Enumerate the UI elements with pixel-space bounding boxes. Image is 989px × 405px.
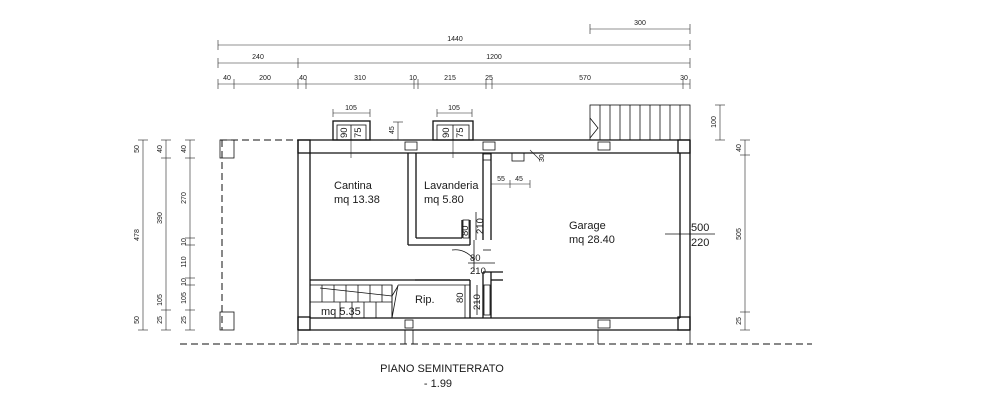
dim-chain-5: 215 [444, 75, 456, 82]
dim-right-25: 25 [736, 317, 743, 325]
ground-line [180, 330, 812, 345]
dim-chain-0: 40 [223, 75, 231, 82]
small-dim-45: 45 [515, 176, 523, 183]
dim-right-40: 40 [736, 144, 743, 152]
room-labels: Cantina mq 13.38 Lavanderia mq 5.80 Gara… [321, 180, 615, 318]
outer-walls [297, 139, 691, 331]
external-stair [589, 104, 691, 141]
dim-left-c-10a: 10 [181, 238, 188, 246]
dim-left-50-bottom: 50 [134, 316, 141, 324]
dim-left-b-40: 40 [157, 145, 164, 153]
door-lavanderia: 80 210 [460, 212, 486, 240]
door-corridor-height: 210 [470, 266, 486, 277]
small-dim-55: 55 [497, 176, 505, 183]
dim-left-b-25: 25 [157, 316, 164, 324]
window-cantina-width: 105 [345, 105, 357, 112]
dim-chain-8: 30 [680, 75, 688, 82]
small-dims: 55 45 [490, 176, 531, 188]
dim-left-c-10b: 10 [181, 278, 188, 286]
room-garage-area: mq 28.40 [569, 234, 615, 246]
door-rip-width: 80 [455, 292, 466, 303]
window-lavanderia-height: 75 [455, 127, 466, 138]
internal-stair [309, 284, 399, 319]
window-cantina: 105 90 75 45 [332, 105, 403, 158]
dim-chain-4: 10 [409, 75, 417, 82]
window-cantina-sill: 90 [339, 127, 350, 138]
top-dimensions: 300 1440 240 1200 40 200 40 310 10 215 2… [217, 20, 691, 89]
dim-300: 300 [634, 20, 646, 27]
dim-1200: 1200 [486, 54, 502, 61]
garage-door-width: 500 [691, 222, 709, 234]
door-corridor: 80 210 [451, 240, 495, 277]
portico-area [219, 139, 300, 331]
room-cantina-area: mq 13.38 [334, 194, 380, 206]
room-lavanderia-name: Lavanderia [424, 180, 479, 192]
dim-1440: 1440 [447, 36, 463, 43]
dim-chain-7: 570 [579, 75, 591, 82]
interior-walls: 30 [310, 149, 546, 318]
dim-left-c-110: 110 [181, 256, 188, 267]
niche-30: 30 [539, 154, 546, 162]
room-lavanderia-area: mq 5.80 [424, 194, 464, 206]
door-lavanderia-height: 210 [475, 218, 486, 234]
window-cantina-height: 75 [353, 127, 364, 138]
garage-door-label: 500 220 [665, 222, 715, 249]
plan-title: PIANO SEMINTERRATO [380, 363, 504, 375]
door-corridor-width: 80 [470, 253, 481, 264]
dim-240: 240 [252, 54, 264, 61]
plan-level: - 1.99 [424, 378, 452, 390]
room-stair-area: mq 5.35 [321, 306, 361, 318]
room-rip-name: Rip. [415, 294, 435, 306]
dim-left-c-105: 105 [181, 292, 188, 304]
dim-chain-2: 40 [299, 75, 307, 82]
dim-478: 478 [134, 229, 141, 241]
dim-left-c-40: 40 [181, 145, 188, 153]
garage-door-height: 220 [691, 237, 709, 249]
dim-chain-6: 25 [485, 75, 493, 82]
right-dimensions: 100 40 505 25 [711, 104, 750, 331]
dim-chain-3: 310 [354, 75, 366, 82]
room-garage-name: Garage [569, 220, 606, 232]
dim-left-c-25: 25 [181, 316, 188, 324]
dim-505: 505 [736, 228, 743, 240]
dim-chain-1: 200 [259, 75, 271, 82]
window-lavanderia: 105 90 75 [432, 105, 474, 158]
window-lavanderia-sill: 90 [441, 127, 452, 138]
room-cantina-name: Cantina [334, 180, 373, 192]
dim-left-b-105: 105 [157, 294, 164, 306]
window-cantina-side: 45 [389, 126, 396, 134]
dim-390: 390 [157, 212, 164, 224]
door-lavanderia-width: 80 [460, 225, 471, 236]
dim-left-c-270: 270 [181, 192, 188, 204]
dim-left-50-top: 50 [134, 145, 141, 153]
left-dimensions: 478 50 50 390 40 105 25 40 270 10 110 10… [134, 139, 195, 331]
window-lavanderia-width: 105 [448, 105, 460, 112]
dim-100: 100 [711, 116, 718, 128]
door-rip-height: 210 [472, 294, 483, 310]
door-rip: 80 210 [455, 284, 491, 316]
